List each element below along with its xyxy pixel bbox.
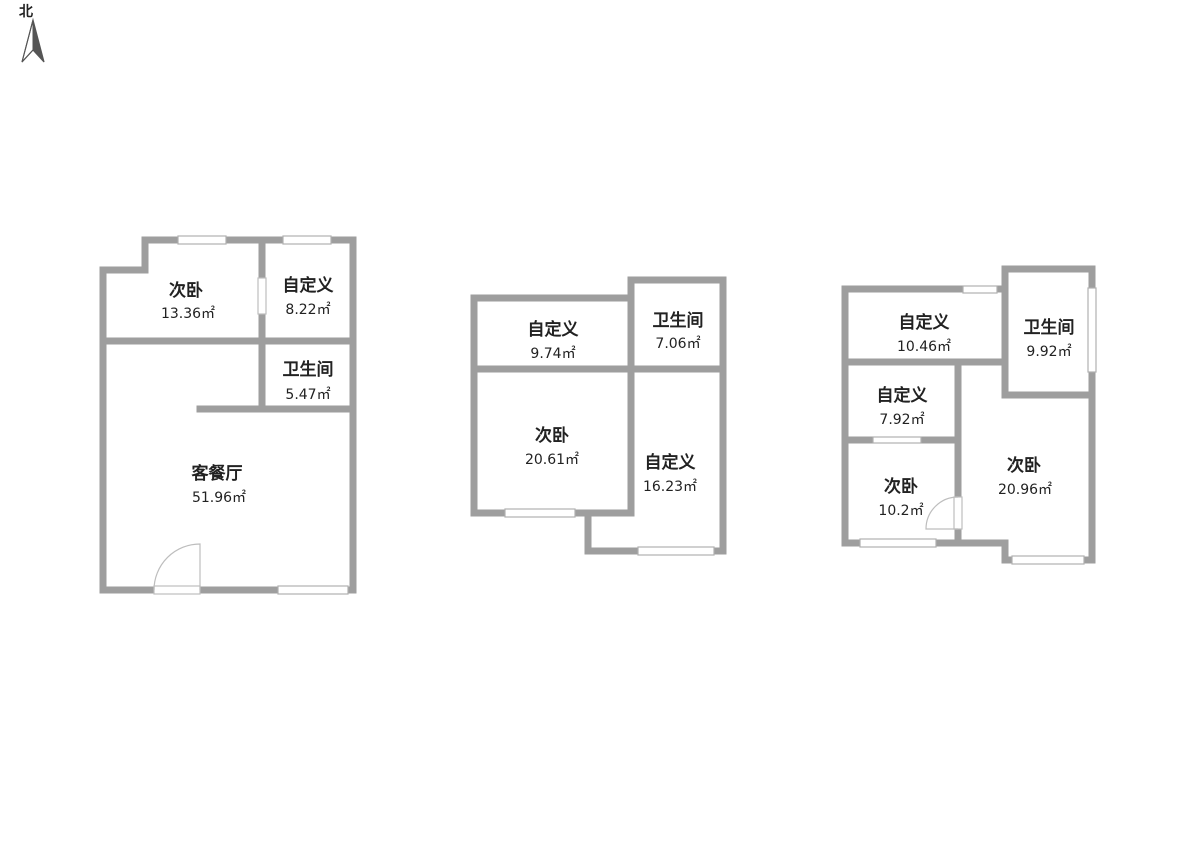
room-area: 51.96㎡ — [192, 490, 246, 506]
floor-1-windows — [177, 235, 349, 595]
window — [962, 285, 998, 294]
room-area: 9.92㎡ — [1026, 344, 1071, 360]
room-name: 次卧 — [884, 476, 918, 497]
room-custom-3a[interactable]: 自定义 10.46㎡ — [897, 312, 951, 355]
room-custom-1[interactable]: 自定义 8.22㎡ — [283, 275, 334, 318]
room-area: 10.46㎡ — [897, 339, 951, 355]
room-bedroom-1[interactable]: 次卧 13.36㎡ — [161, 280, 215, 322]
room-name: 自定义 — [877, 385, 928, 406]
window — [1011, 555, 1085, 565]
room-custom-2a[interactable]: 自定义 9.74㎡ — [528, 319, 579, 362]
room-area: 5.47㎡ — [285, 387, 330, 403]
compass-north-label: 北 — [19, 4, 33, 20]
room-area: 7.92㎡ — [879, 412, 924, 428]
room-name: 卫生间 — [653, 310, 704, 331]
compass-arrow-icon — [21, 17, 45, 63]
floor-plan-2: 自定义 9.74㎡ 卫生间 7.06㎡ 次卧 20.61㎡ 自定义 16.23㎡ — [470, 276, 727, 556]
room-name: 卫生间 — [283, 359, 334, 380]
room-name: 次卧 — [169, 280, 203, 301]
room-bedroom-2[interactable]: 次卧 20.61㎡ — [525, 425, 579, 468]
room-area: 20.96㎡ — [998, 482, 1052, 498]
room-area: 13.36㎡ — [161, 306, 215, 322]
room-custom-2b[interactable]: 自定义 16.23㎡ — [643, 452, 697, 495]
room-bedroom-3b[interactable]: 次卧 10.2㎡ — [878, 476, 923, 519]
room-name: 自定义 — [283, 275, 334, 296]
room-name: 次卧 — [1007, 455, 1041, 476]
floor-1-walls — [99, 236, 357, 594]
window — [504, 508, 576, 518]
room-custom-3b[interactable]: 自定义 7.92㎡ — [877, 385, 928, 428]
room-area: 20.61㎡ — [525, 452, 579, 468]
floor-2-walls — [470, 276, 727, 555]
room-area: 10.2㎡ — [878, 503, 923, 519]
room-area: 9.74㎡ — [530, 346, 575, 362]
window — [1087, 287, 1097, 373]
door-swing-arc — [153, 543, 201, 591]
room-name: 自定义 — [528, 319, 579, 340]
floor-2-windows — [504, 508, 715, 556]
floor-3-doors — [925, 496, 963, 530]
room-name: 卫生间 — [1024, 317, 1075, 338]
room-area: 8.22㎡ — [285, 302, 330, 318]
north-compass: 北 — [19, 4, 45, 63]
room-name: 自定义 — [645, 452, 696, 473]
door-swing-arc — [925, 496, 959, 530]
door-opening — [153, 585, 201, 595]
window — [282, 235, 332, 245]
floor-3-windows — [859, 285, 1097, 565]
window — [859, 538, 937, 548]
room-area: 7.06㎡ — [655, 336, 700, 352]
floor-plan-1: 次卧 13.36㎡ 自定义 8.22㎡ 卫生间 5.47㎡ 客餐厅 51.96㎡ — [99, 235, 357, 595]
window — [277, 585, 349, 595]
window — [637, 546, 715, 556]
door-opening — [953, 496, 963, 530]
floor-plan-3: 自定义 10.46㎡ 卫生间 9.92㎡ 自定义 7.92㎡ 次卧 20.96㎡… — [841, 265, 1097, 565]
window — [872, 436, 922, 444]
room-bathroom-1[interactable]: 卫生间 5.47㎡ — [283, 359, 334, 403]
room-bathroom-2[interactable]: 卫生间 7.06㎡ — [653, 310, 704, 352]
room-area: 16.23㎡ — [643, 479, 697, 495]
room-bedroom-3a[interactable]: 次卧 20.96㎡ — [998, 455, 1052, 498]
room-name: 次卧 — [535, 425, 569, 446]
floor-1-doors — [153, 277, 267, 595]
door-opening — [257, 277, 267, 315]
room-bathroom-3[interactable]: 卫生间 9.92㎡ — [1024, 317, 1075, 360]
window — [177, 235, 227, 245]
room-living-dining[interactable]: 客餐厅 51.96㎡ — [191, 463, 247, 506]
room-name: 自定义 — [899, 312, 950, 333]
room-name: 客餐厅 — [191, 463, 243, 484]
